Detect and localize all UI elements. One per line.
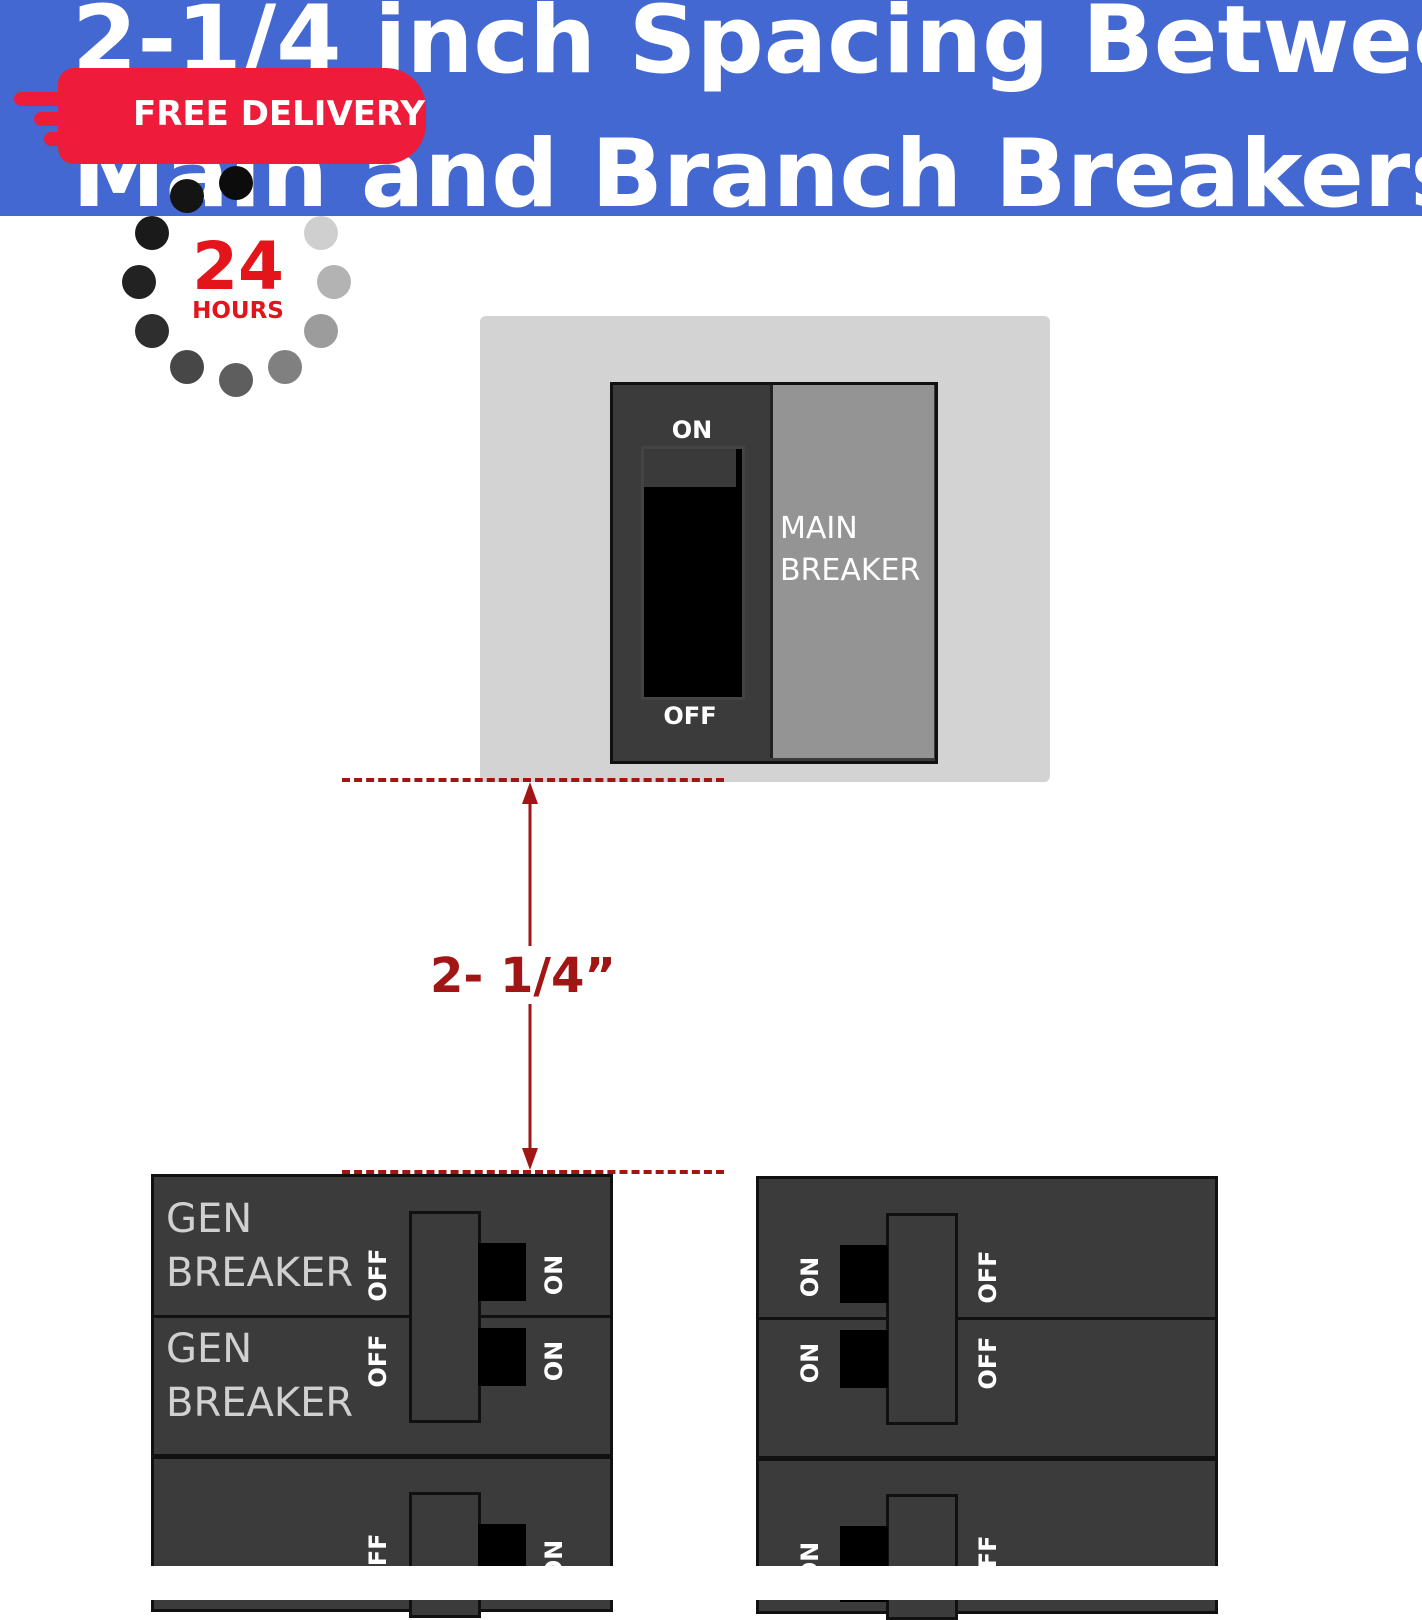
right-handle-3	[886, 1494, 958, 1620]
main-breaker-label: MAIN BREAKER	[780, 508, 920, 592]
left-1-on-label: ON	[540, 1254, 568, 1296]
hours-number: 24	[192, 228, 284, 305]
main-off-label: OFF	[663, 702, 717, 730]
left-breaker-1-label-line2: BREAKER	[166, 1250, 354, 1296]
main-breaker-label-panel	[770, 385, 934, 758]
left-breaker-2-label-line2: BREAKER	[166, 1380, 354, 1426]
right-breaker-1-toggle	[840, 1245, 888, 1303]
left-breaker-2-label-line1: GEN	[166, 1326, 253, 1372]
badge-background	[58, 68, 426, 164]
top-reference-line	[342, 778, 724, 782]
left-tandem-handle	[409, 1211, 481, 1423]
main-breaker-label-line2: BREAKER	[780, 553, 921, 588]
right-2-off-label: OFF	[974, 1336, 1002, 1390]
right-2-on-label: ON	[796, 1342, 824, 1384]
right-1-on-label: ON	[796, 1256, 824, 1298]
main-on-label: ON	[671, 416, 713, 444]
arrow-up-icon	[522, 782, 538, 804]
right-1-off-label: OFF	[974, 1250, 1002, 1304]
left-breaker-1-toggle	[478, 1243, 526, 1301]
branch-breaker-left-1	[151, 1174, 613, 1318]
main-breaker-label-line1: MAIN	[780, 511, 858, 546]
right-tandem-handle	[886, 1213, 958, 1425]
arrow-down-icon	[522, 1148, 538, 1170]
dimension-arrow	[522, 782, 538, 1170]
branch-breaker-right-2	[756, 1317, 1218, 1459]
bottom-reference-line	[342, 1170, 724, 1174]
main-breaker-switch	[641, 446, 745, 700]
left-1-off-label: OFF	[364, 1248, 392, 1302]
main-breaker-switch-cap	[644, 449, 736, 487]
left-breaker-1-label-line1: GEN	[166, 1196, 253, 1242]
left-2-on-label: ON	[540, 1340, 568, 1382]
bottom-crop	[0, 1566, 1422, 1600]
badge-text: FREE DELIVERY	[133, 94, 425, 134]
branch-breaker-left-2	[151, 1315, 613, 1457]
left-breaker-2-toggle	[478, 1328, 526, 1386]
right-breaker-2-toggle	[840, 1330, 888, 1388]
dimension-label: 2- 1/4”	[430, 948, 616, 1004]
left-2-off-label: OFF	[364, 1334, 392, 1388]
hours-label: HOURS	[192, 298, 284, 324]
